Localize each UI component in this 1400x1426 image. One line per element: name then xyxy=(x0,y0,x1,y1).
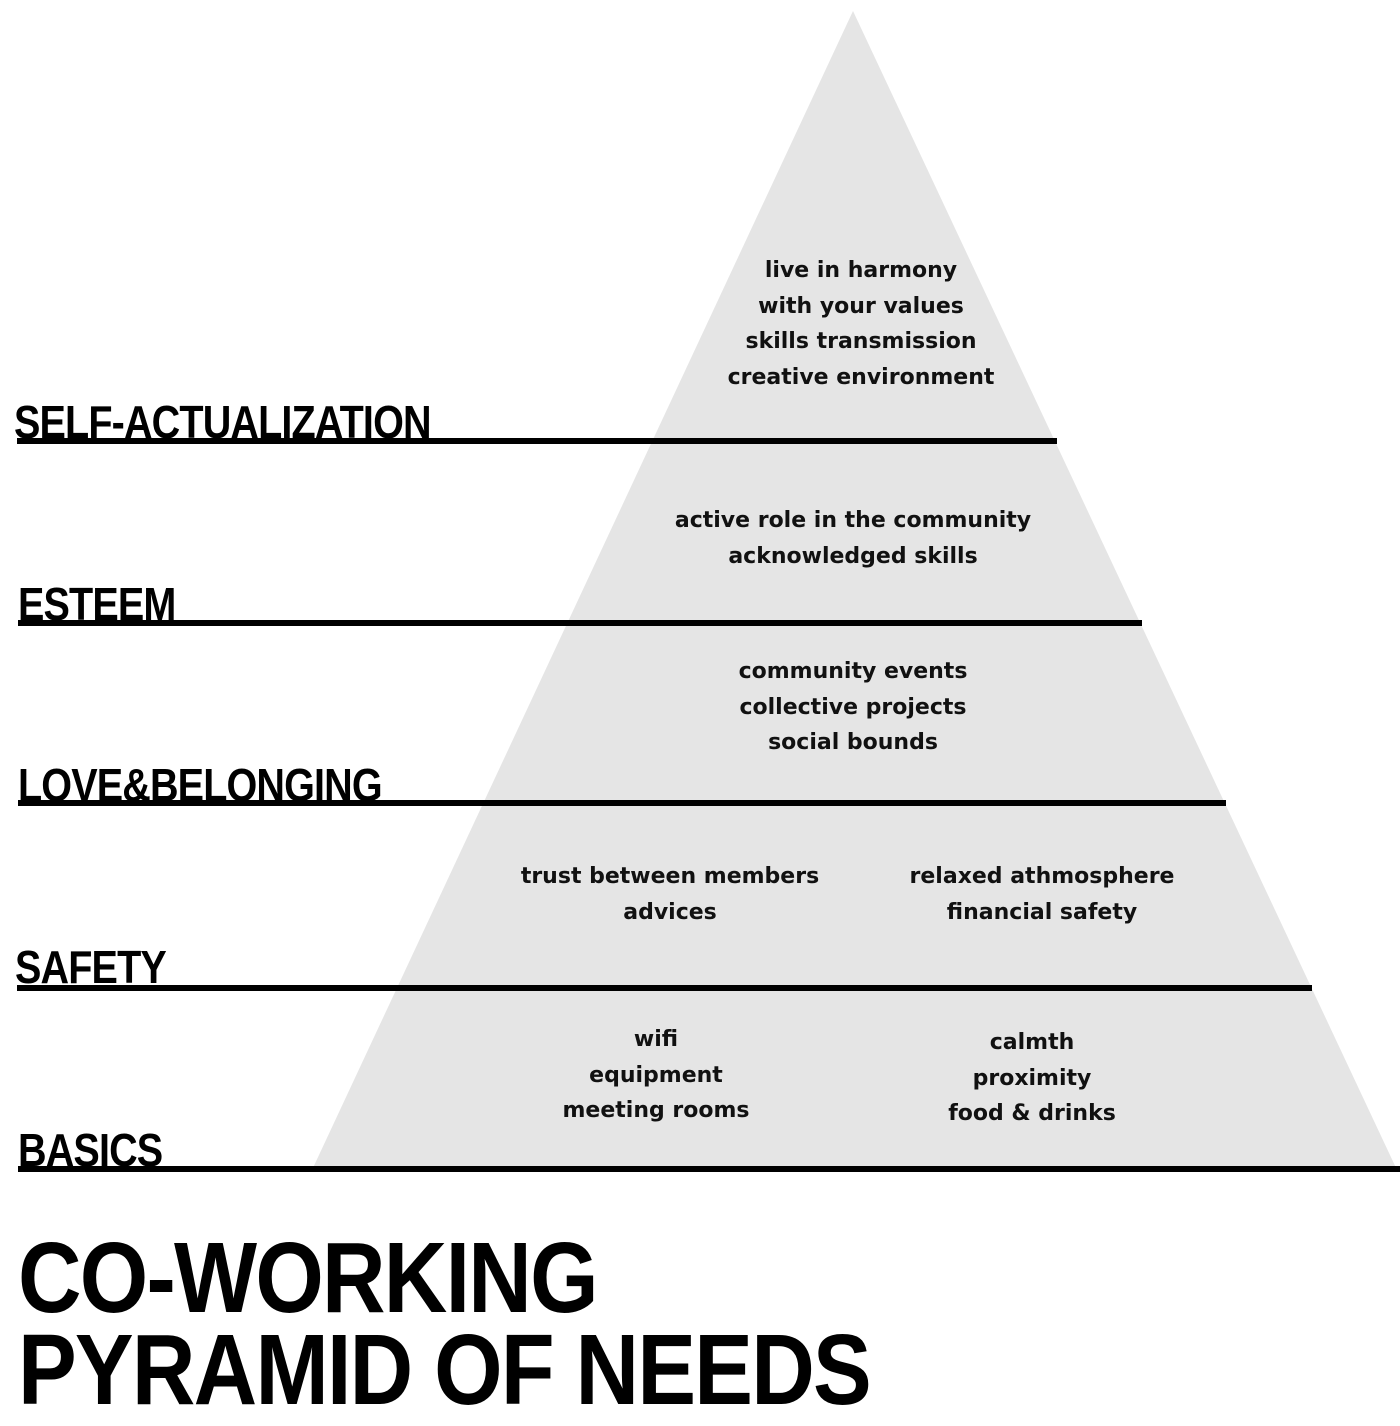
need-item: wifi xyxy=(633,1027,679,1052)
need-item: trust between members xyxy=(520,864,820,889)
level-label-safety: SAFETY xyxy=(15,941,167,993)
level-label-basics: BASICS xyxy=(18,1124,163,1176)
need-item: meeting rooms xyxy=(562,1098,750,1123)
needs-basics-left: wifi equipment meeting rooms xyxy=(563,1022,750,1129)
need-item: financial safety xyxy=(946,899,1138,925)
level-label-love-belonging: LOVE&BELONGING xyxy=(18,759,383,811)
need-item: active role in the community xyxy=(674,508,1032,533)
needs-basics-right: calmth proximity food & drinks xyxy=(948,1025,1116,1132)
page-title: CO-WORKING PYRAMID OF NEEDS xyxy=(18,1222,872,1426)
need-item: creative environment xyxy=(727,364,995,390)
need-item: proximity xyxy=(972,1065,1092,1091)
title-line-2: PYRAMID OF NEEDS xyxy=(18,1314,872,1426)
need-item: community events xyxy=(738,659,968,684)
need-item: calmth xyxy=(989,1030,1075,1055)
needs-self-actualization: live in harmony with your values skills … xyxy=(728,253,995,395)
needs-safety-right: relaxed athmosphere financial safety xyxy=(910,859,1175,930)
need-item: equipment xyxy=(589,1062,723,1088)
need-item: with your values xyxy=(758,293,964,319)
needs-esteem: active role in the community acknowledge… xyxy=(675,503,1031,574)
need-item: food & drinks xyxy=(948,1101,1116,1126)
need-item: skills transmission xyxy=(745,329,977,354)
needs-safety-left: trust between members advices xyxy=(521,859,819,930)
need-item: relaxed athmosphere xyxy=(909,864,1175,889)
need-item: advices xyxy=(623,899,717,925)
need-item: live in harmony xyxy=(764,258,958,283)
pyramid-shape xyxy=(312,11,1397,1170)
need-item: acknowledged skills xyxy=(728,543,978,569)
need-item: social bounds xyxy=(768,730,938,755)
level-label-self-actualization: SELF-ACTUALIZATION xyxy=(14,396,432,448)
need-item: collective projects xyxy=(739,694,967,720)
level-label-esteem: ESTEEM xyxy=(18,578,176,630)
needs-love-belonging: community events collective projects soc… xyxy=(739,654,968,761)
title-line-1: CO-WORKING xyxy=(18,1222,599,1334)
